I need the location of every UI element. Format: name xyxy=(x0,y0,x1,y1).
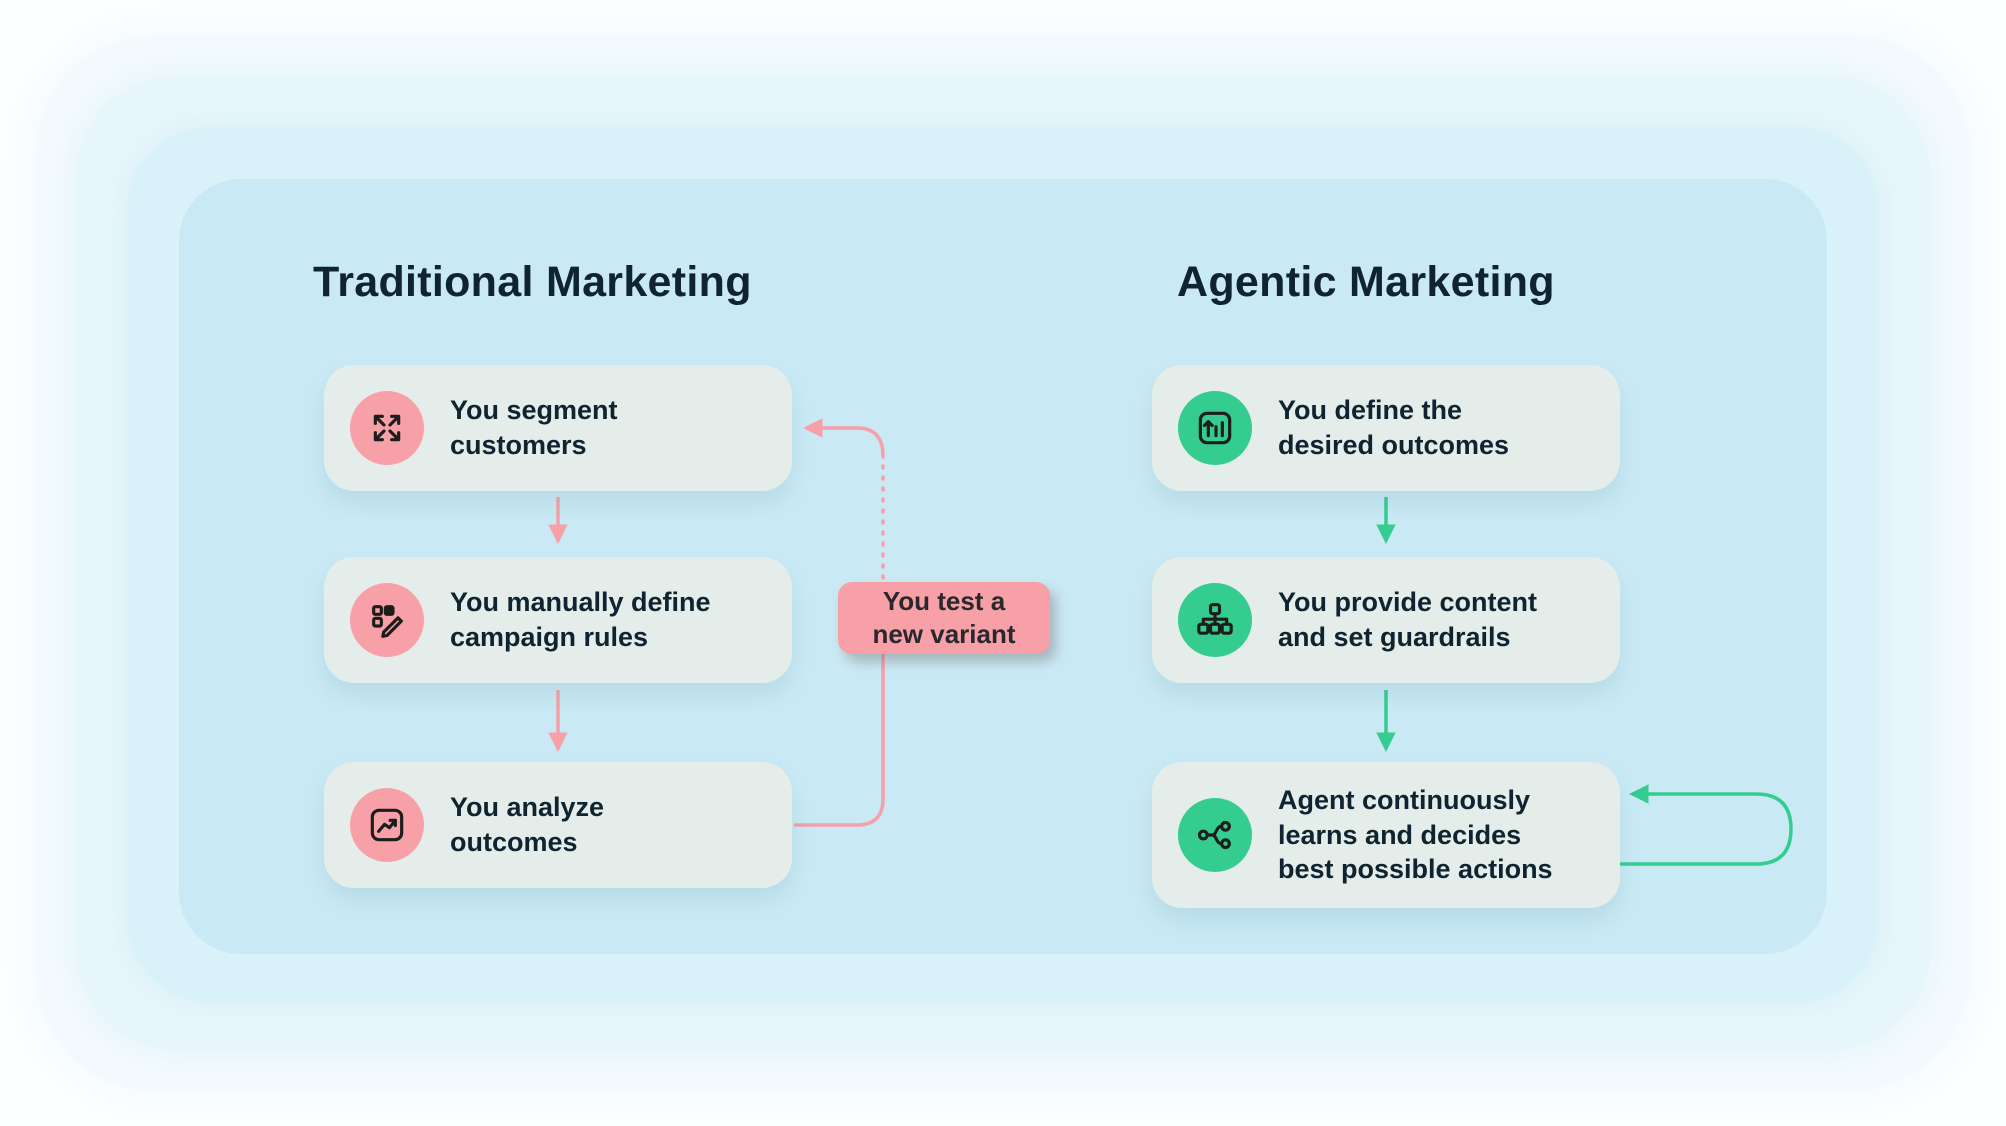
segment-arrows-icon xyxy=(350,391,424,465)
card-agent-learning: Agent continuously learns and decides be… xyxy=(1152,762,1620,908)
card-define-outcomes: You define the desired outcomes xyxy=(1152,365,1620,491)
define-outcomes-icon xyxy=(1178,391,1252,465)
step-label: Agent continuously learns and decides be… xyxy=(1278,785,1553,885)
card-analyze-outcomes: You analyze outcomes xyxy=(324,762,792,888)
test-new-variant-box: You test a new variant xyxy=(838,582,1050,654)
agent-learning-icon xyxy=(1178,798,1252,872)
card-content-guardrails: You provide content and set guardrails xyxy=(1152,557,1620,683)
left-column-title: Traditional Marketing xyxy=(313,258,752,306)
content-guardrails-icon xyxy=(1178,583,1252,657)
campaign-rules-icon xyxy=(350,583,424,657)
step-label: You define the desired outcomes xyxy=(1278,395,1510,460)
right-column-title: Agentic Marketing xyxy=(1177,258,1555,306)
card-campaign-rules: You manually define campaign rules xyxy=(324,557,792,683)
loop-box-label: You test a new variant xyxy=(872,585,1016,649)
step-label: You analyze outcomes xyxy=(450,792,605,857)
step-label: You manually define campaign rules xyxy=(450,587,711,652)
card-segment-customers: You segment customers xyxy=(324,365,792,491)
step-label: You segment customers xyxy=(450,395,618,460)
step-label: You provide content and set guardrails xyxy=(1278,587,1538,652)
analyze-chart-icon xyxy=(350,788,424,862)
